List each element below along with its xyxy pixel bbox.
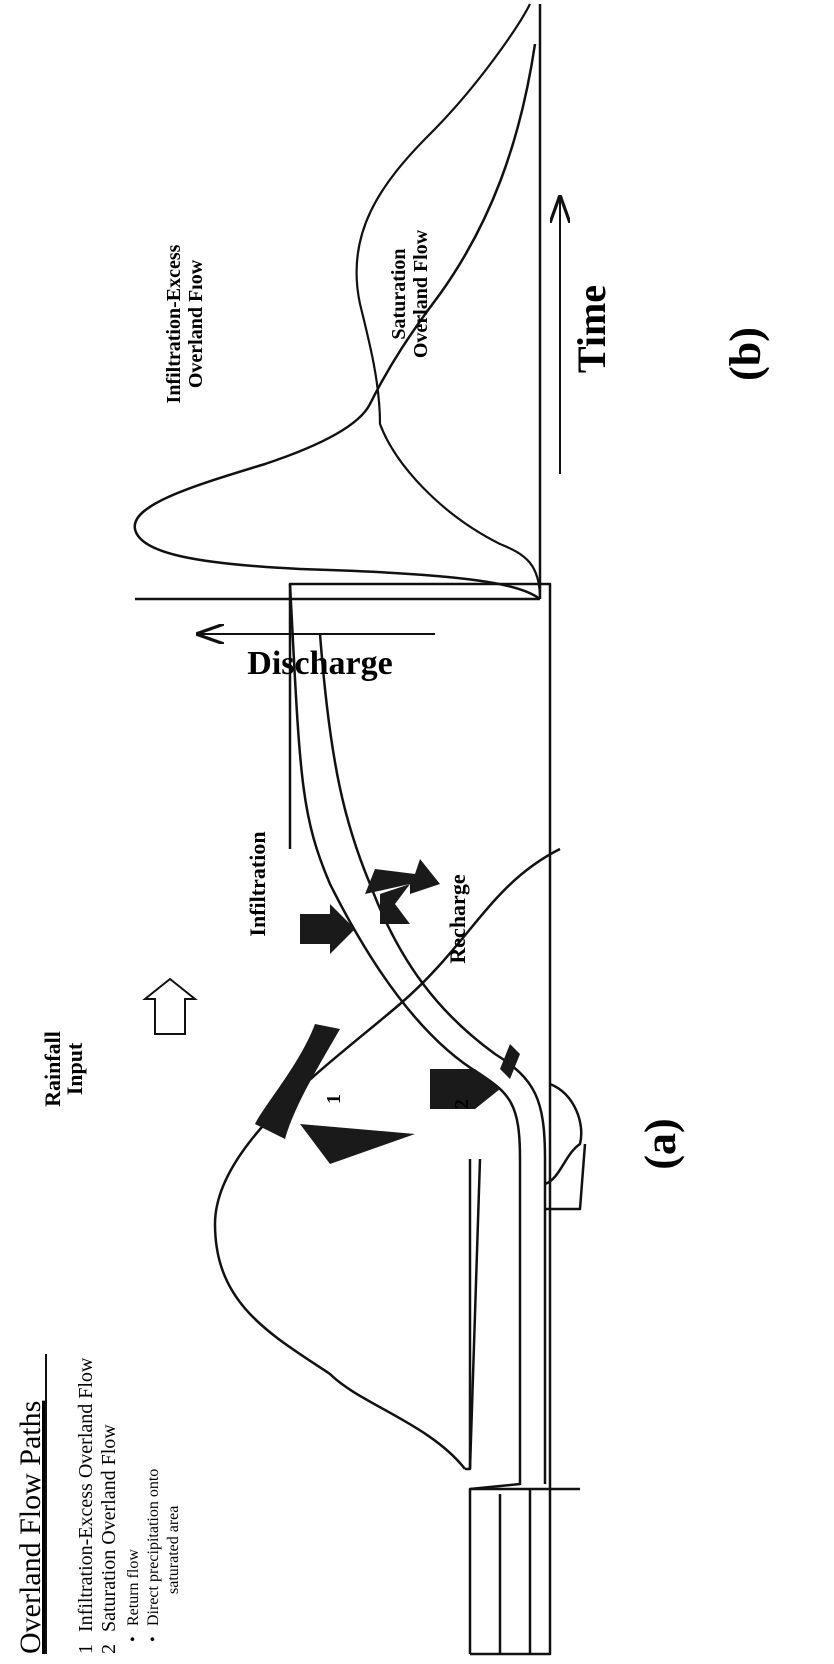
legend-subitem-1-bullet: • (125, 1636, 142, 1642)
path-2-label: 2 (451, 1099, 473, 1109)
curve-2-label-line2: Overland Flow (410, 229, 432, 358)
rainfall-input-arrow (145, 979, 195, 1034)
infiltration-arrow (300, 904, 355, 954)
soil-layer-top (290, 584, 520, 1654)
legend-item-2-number: 2 (98, 1644, 120, 1654)
legend-subitem-1-label: Return flow (125, 1549, 142, 1626)
panel-b-caption: (b) (721, 327, 770, 381)
hill-surface (215, 849, 560, 1469)
panel-b-hydrograph: Discharge Time Infiltration-Excess Overl… (135, 4, 770, 682)
recharge-label: Recharge (445, 874, 470, 963)
soil-layer-base (470, 1489, 580, 1654)
rainfall-label-line2: Input (62, 1042, 87, 1095)
infiltration-excess-flow-arrow (255, 1024, 340, 1139)
legend-item-2-label: Saturation Overland Flow (98, 1424, 120, 1632)
panel-a-caption: (a) (636, 1118, 685, 1169)
legend-item-1-number: 1 (75, 1644, 97, 1654)
path-1-label: 1 (323, 1094, 345, 1104)
infiltration-excess-arrowhead (300, 1124, 415, 1164)
block-front-face (290, 584, 550, 1654)
curve-2-label-line1: Saturation (388, 248, 410, 339)
y-axis-label: Discharge (247, 645, 392, 682)
infiltration-label: Infiltration (245, 831, 270, 936)
x-axis-label: Time (569, 285, 614, 373)
legend-subitem-2-bullet: • (145, 1636, 162, 1642)
legend: Overland Flow Paths 1 Infiltration-Exces… (14, 1354, 182, 1654)
legend-title: Overland Flow Paths (14, 1401, 47, 1654)
legend-subitem-3-label: saturated area (165, 1506, 182, 1594)
panel-a-labels: Rainfall Input Infiltration Recharge 1 2… (40, 831, 685, 1169)
return-flow-arrow (500, 1044, 520, 1079)
recharge-arrow-down (380, 884, 410, 924)
legend-item-1-label: Infiltration-Excess Overland Flow (75, 1357, 97, 1632)
saturation-curve (356, 4, 540, 599)
curve-1-label-line2: Overland Fıow (185, 259, 207, 388)
legend-subitem-2-label: Direct precipitation onto (145, 1469, 162, 1626)
curve-1-label-line1: Infiltration-Excess (163, 244, 185, 403)
stream-bank (465, 1159, 480, 1469)
